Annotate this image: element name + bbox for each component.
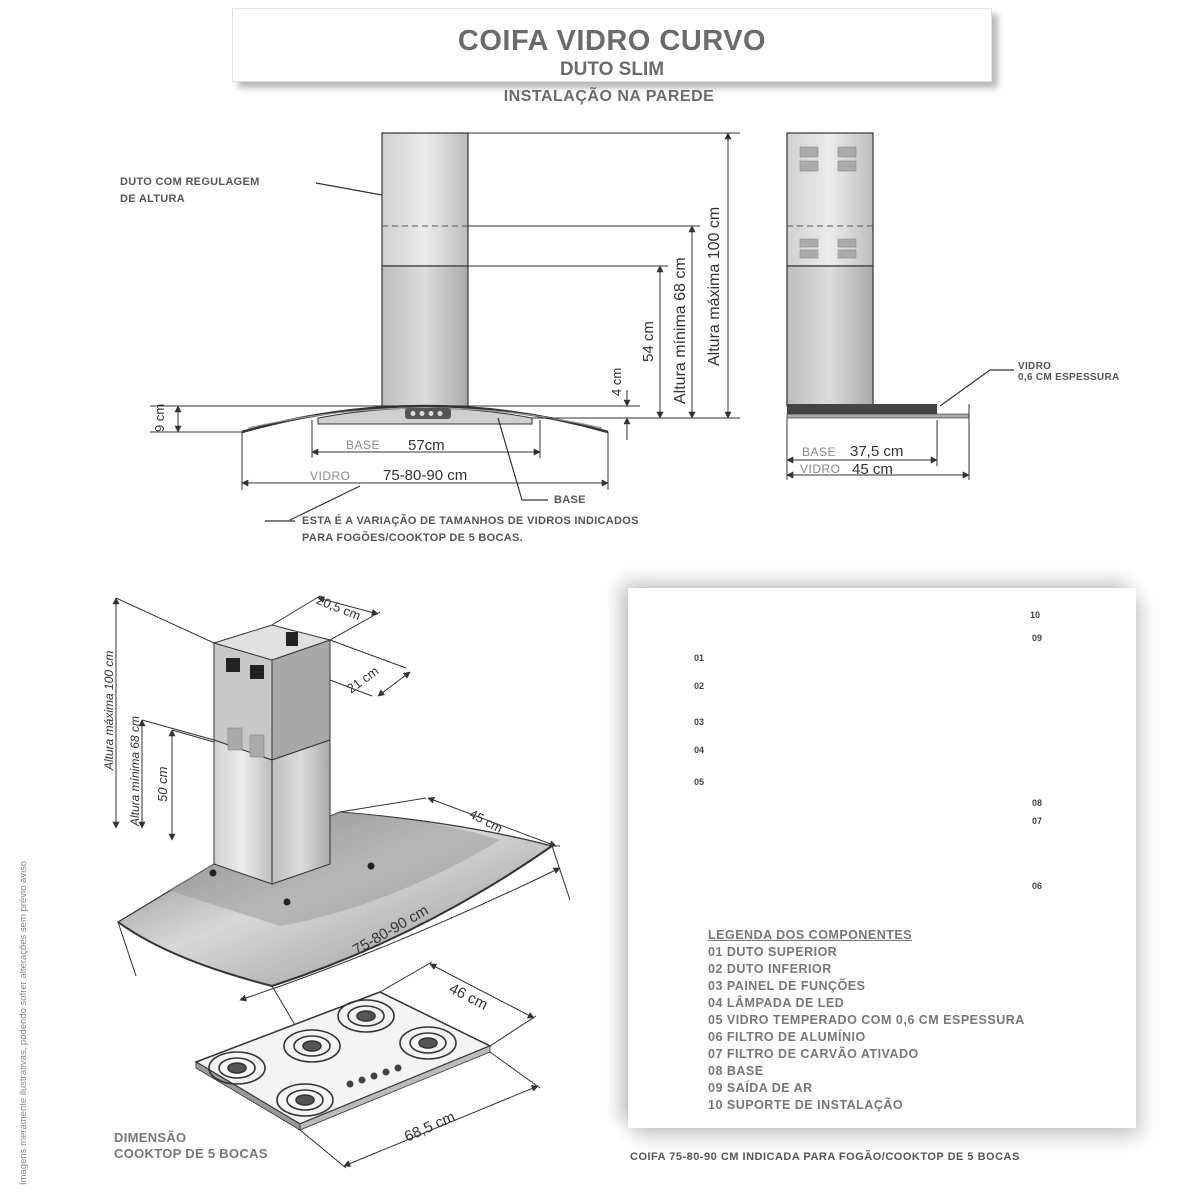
legend-item: 06 FILTRO DE ALUMÍNIO: [708, 1030, 866, 1044]
base-label: BASE: [554, 494, 586, 506]
title-banner: COIFA VIDRO CURVO DUTO SLIM: [232, 8, 992, 82]
side-vents: [799, 146, 857, 259]
legend-item: 07 FILTRO DE CARVÃO ATIVADO: [708, 1047, 919, 1061]
callout-09: 09: [1032, 633, 1043, 643]
callout-03: 03: [694, 717, 705, 727]
side-glass-word: VIDRO: [800, 462, 841, 476]
legend-item: 10 SUPORTE DE INSTALAÇÃO: [708, 1098, 904, 1112]
side-glass-depth: 45 cm: [852, 461, 893, 478]
legend-item: 01 DUTO SUPERIOR: [708, 945, 838, 959]
callout-08: 08: [1032, 798, 1043, 808]
disclaimer-note: Imagens meramente ilustrativas, podendo …: [18, 860, 29, 1185]
glass-width: 75-80-90 cm: [383, 467, 468, 484]
cooktop-burners: [208, 999, 457, 1117]
glass-thickness-label: VIDRO 0,6 CM ESPESSURA: [1018, 361, 1120, 383]
iso-lower-duct-front: [213, 739, 273, 885]
duct-label: DUTO COM REGULAGEM DE ALTURA: [120, 176, 260, 205]
glass-word: VIDRO: [310, 469, 351, 483]
callout-02: 02: [694, 681, 705, 691]
legend-item: 02 DUTO INFERIOR: [708, 962, 832, 976]
legend-item: 03 PAINEL DE FUNÇÕES: [708, 979, 866, 993]
footer-caption: COIFA 75-80-90 CM INDICADA PARA FOGÃO/CO…: [630, 1151, 1020, 1163]
legend-title: LEGENDA DOS COMPONENTES: [708, 928, 913, 942]
callout-06: 06: [1032, 881, 1043, 891]
dim-max-height: Altura máxima 100 cm: [706, 206, 723, 366]
side-base: [787, 404, 937, 414]
legend-item: 05 VIDRO TEMPERADO COM 0,6 CM ESPESSURA: [708, 1013, 1025, 1027]
page-title: COIFA VIDRO CURVO: [457, 25, 767, 57]
callout-04: 04: [694, 745, 705, 755]
front-view: [150, 132, 740, 522]
legend-item: 04 LÂMPADA DE LED: [708, 996, 845, 1010]
side-base-word: BASE: [802, 445, 837, 459]
dim-9cm: 9 cm: [152, 403, 167, 432]
side-base-width: 37,5 cm: [850, 443, 904, 460]
base-width: 57cm: [408, 437, 445, 454]
glass-variation-note: ESTA É A VARIAÇÃO DE TAMANHOS DE VIDROS …: [302, 515, 639, 544]
side-glass: [786, 413, 970, 419]
lower-duct: [381, 265, 469, 407]
page-subtitle: DUTO SLIM: [559, 59, 665, 80]
dim-4cm: 4 cm: [609, 367, 624, 396]
iso-dim-50: 50 cm: [155, 766, 170, 802]
side-view: [786, 132, 1014, 480]
iso-upper-duct-side: [271, 639, 331, 761]
callout-10: 10: [1030, 610, 1041, 620]
iso-dim-max: Altura máxima 100 cm: [102, 650, 116, 770]
components-panel: [628, 588, 1136, 1128]
cooktop-caption: DIMENSÃO COOKTOP DE 5 BOCAS: [114, 1130, 268, 1161]
legend-item: 09 SAÍDA DE AR: [708, 1081, 813, 1095]
iso-lower-duct-side: [271, 739, 331, 885]
upper-duct: [381, 132, 469, 267]
callout-05: 05: [694, 777, 705, 787]
callout-07: 07: [1032, 816, 1043, 826]
section-title: INSTALAÇÃO NA PAREDE: [503, 88, 715, 105]
control-panel: [405, 408, 451, 419]
callout-01: 01: [694, 653, 705, 663]
dim-54cm: 54 cm: [640, 321, 657, 362]
iso-dim-min: Altura mínima 68 cm: [128, 715, 142, 826]
base-word: BASE: [346, 438, 381, 452]
cooktop-drawing: [194, 961, 541, 1169]
dim-min-height: Altura mínima 68 cm: [672, 257, 689, 404]
legend-item: 08 BASE: [708, 1064, 764, 1078]
side-lower-duct: [786, 265, 874, 407]
isometric-view: [112, 595, 571, 1031]
legend-list: 01 DUTO SUPERIOR 02 DUTO INFERIOR 03 PAI…: [708, 944, 1025, 1114]
